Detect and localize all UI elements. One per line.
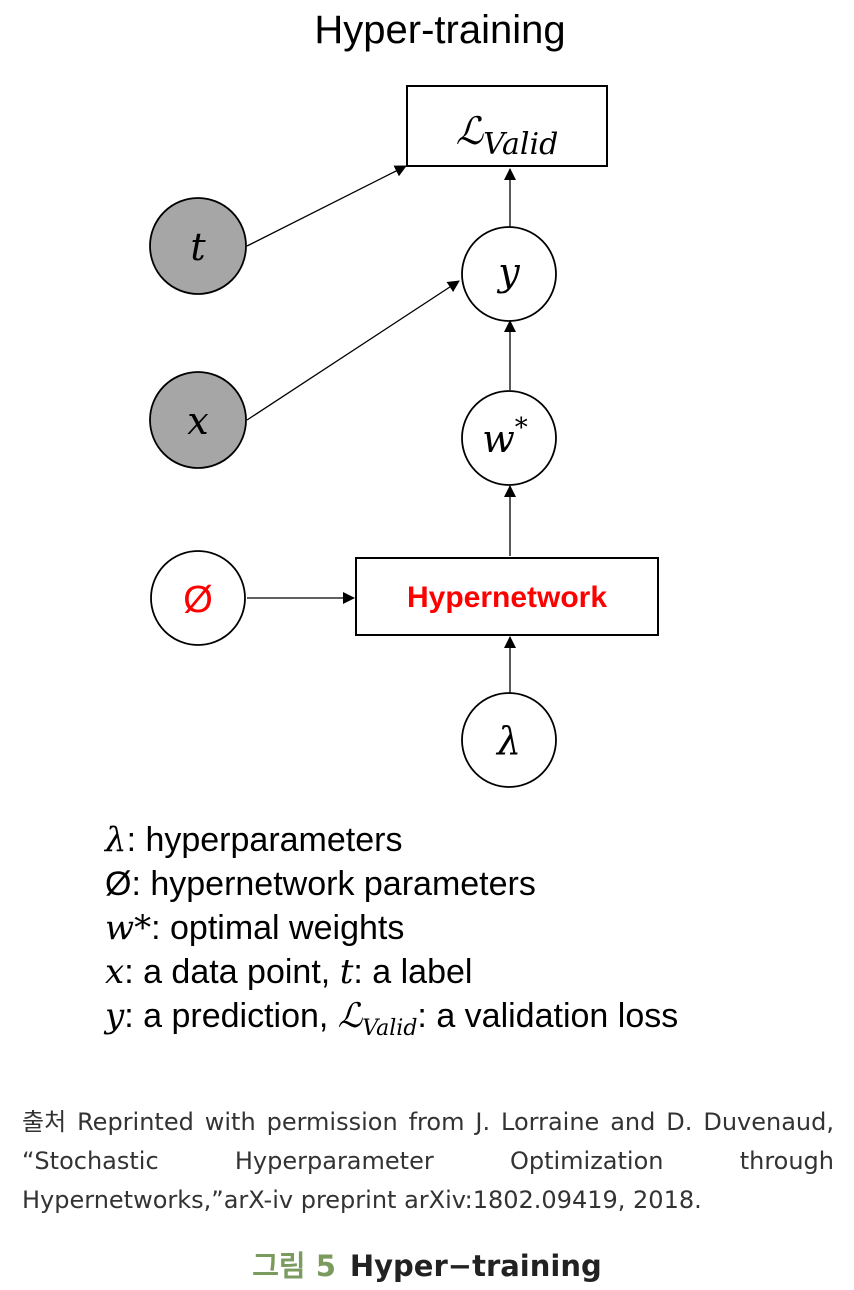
hypernetwork-label: Hypernetwork xyxy=(407,581,607,614)
legend-item-x-t: x: a data point, t: a label xyxy=(105,952,473,992)
legend-item-w: w*: optimal weights xyxy=(105,908,405,948)
node-w xyxy=(461,390,557,486)
loss-box xyxy=(406,85,608,167)
hyper-training-diagram: ℒValid t y x w* Ø Hypernetwork λ xyxy=(149,85,659,788)
legend-item-phi: Ø: hypernetwork parameters xyxy=(105,865,536,903)
edge-x-to-y xyxy=(246,280,460,421)
node-t xyxy=(149,197,247,295)
legend-item-lambda: λ: hyperparameters xyxy=(105,820,403,860)
node-y-label: y xyxy=(496,250,520,294)
node-t-label: t xyxy=(190,225,206,269)
node-w-label: w* xyxy=(482,413,528,461)
figure-caption: 그림 5 Hyper−training xyxy=(0,1243,854,1285)
legend: λ: hyperparameters Ø: hypernetwork param… xyxy=(105,818,678,1051)
caption-number: 그림 5 xyxy=(252,1249,336,1283)
source-citation: 출처 Reprinted with permission from J. Lor… xyxy=(22,1108,834,1214)
node-phi xyxy=(150,550,246,646)
node-x-label: x xyxy=(187,399,208,443)
diagram-title: Hyper-training xyxy=(314,8,566,52)
node-lambda-label: λ xyxy=(495,719,521,763)
hypernetwork-box xyxy=(355,557,659,636)
loss-label: ℒValid xyxy=(456,109,559,162)
node-lambda xyxy=(461,692,557,788)
node-x xyxy=(149,371,247,469)
caption-text: Hyper−training xyxy=(349,1249,602,1283)
edge-t-to-loss xyxy=(246,165,407,247)
node-phi-label: Ø xyxy=(183,579,213,621)
legend-item-y-loss: y: a prediction, ℒValid: a validation lo… xyxy=(105,996,679,1041)
node-y xyxy=(461,226,557,322)
